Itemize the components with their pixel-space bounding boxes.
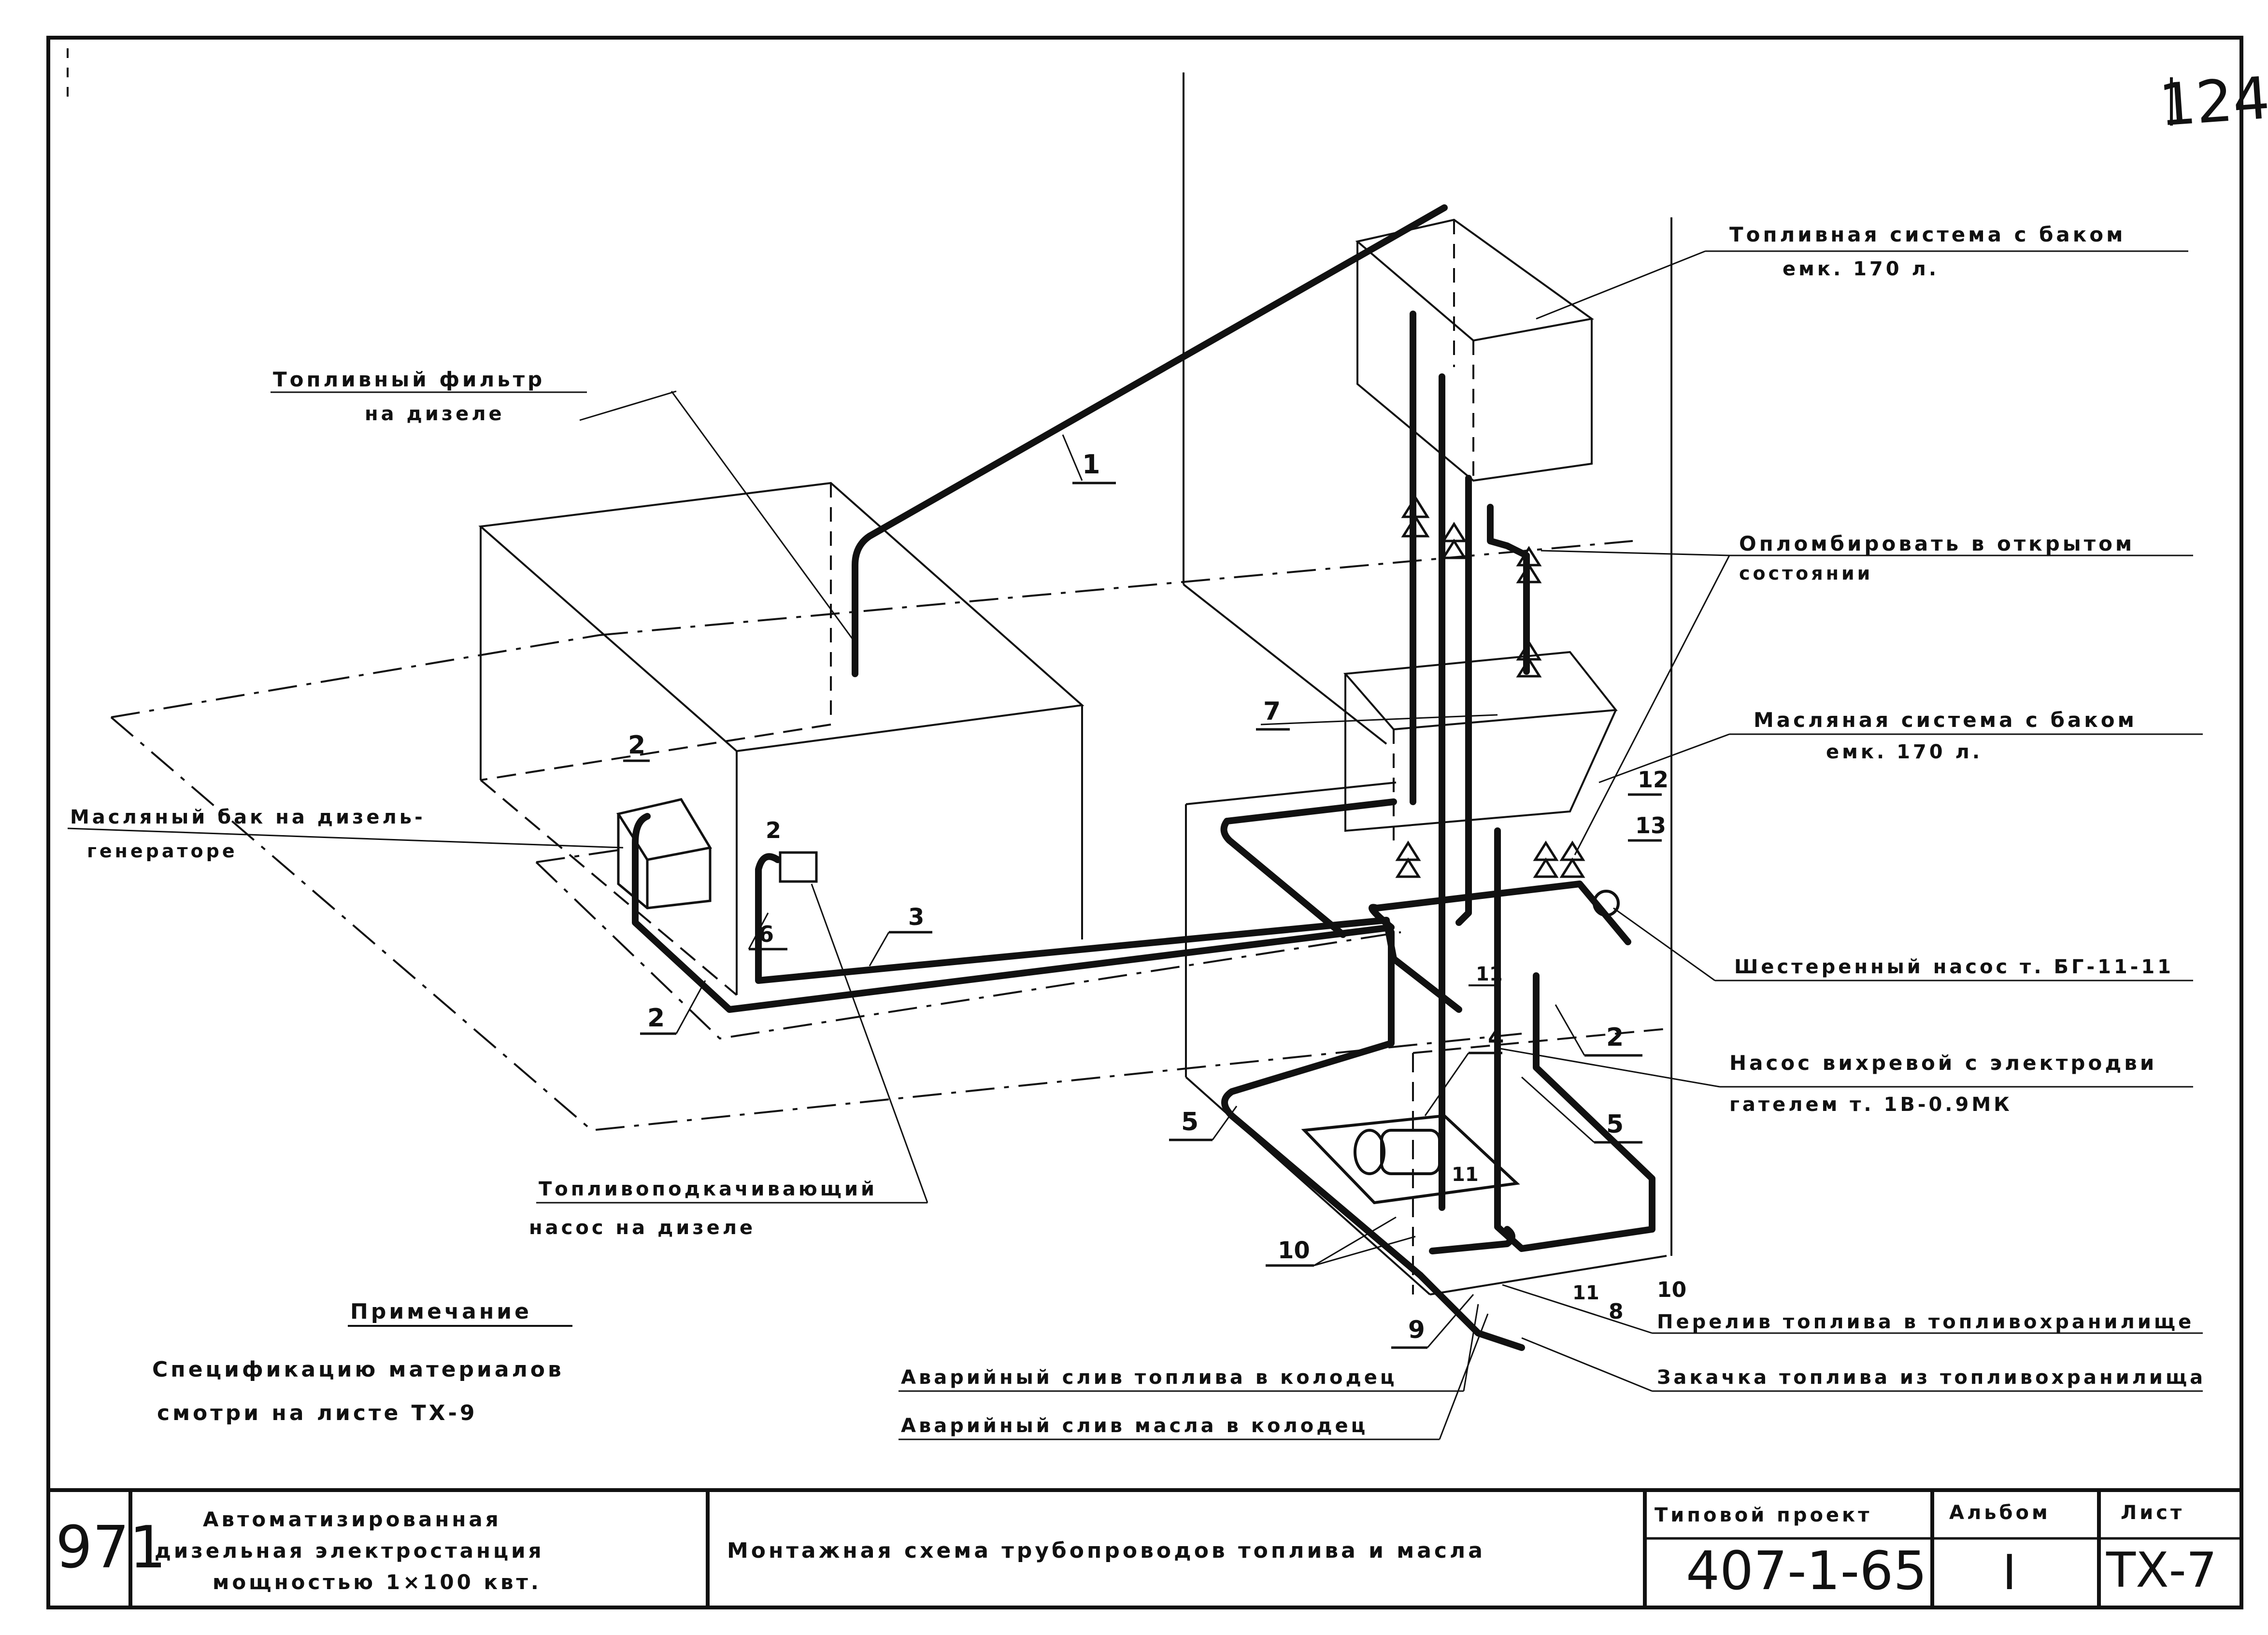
diesel-generator [478, 482, 1401, 1040]
fuel-tank-label: Топливная система с баком емк. 170 л. [1729, 223, 2125, 280]
fuel-overflow-label: Перелив топлива в топливохранилище [1657, 1311, 2194, 1333]
sheet-label: Лист [2121, 1502, 2184, 1524]
pipe-number: 12 [1638, 767, 1669, 793]
pipe-number: 11 [1476, 963, 1503, 985]
pump-pit [1185, 782, 1667, 1295]
fuel-booster-pump-symbol [779, 851, 818, 883]
seal-valves-label-line2: состоянии [1739, 563, 1873, 584]
fuel-tank-label-line2: емк. 170 л. [1783, 258, 1939, 280]
pipe-number: 10 [1657, 1278, 1686, 1302]
title-block [48, 1488, 2241, 1607]
pipe-number: 3 [908, 904, 924, 931]
pipe-number: 2 [1606, 1023, 1624, 1052]
pipe-number: 5 [1181, 1108, 1198, 1137]
pipe-number: 4 [1488, 1024, 1504, 1052]
valve-13 [1559, 840, 1585, 878]
pipe-5-left [1221, 929, 1424, 1279]
pipe-number: 6 [758, 921, 774, 947]
emergency-fuel-drain-label: Аварийный слив топлива в колодец [901, 1366, 1398, 1389]
album-number: I [2002, 1544, 2017, 1601]
seal-valves-label: Опломбировать в открытом состоянии [1739, 532, 2135, 584]
pipe-number: 13 [1635, 812, 1666, 839]
fuel-tank [1355, 218, 1594, 482]
page-number: 124 [2157, 65, 2268, 140]
oil-tank-label: Масляная система с баком емк. 170 л. [1754, 708, 2137, 763]
diesel-oil-tank-label-line2: генераторе [87, 840, 238, 862]
pipe-7 [1220, 798, 1397, 938]
vortex-pump-label-line1: Насос вихревой с электродви [1729, 1051, 2157, 1075]
fuel-filter-label-line2: на дизеле [365, 403, 505, 425]
valve-1 [1401, 495, 1430, 538]
pipe-number: 7 [1263, 697, 1281, 726]
pipe-3 [755, 853, 1462, 1013]
vortex-pump-symbol [1301, 1114, 1520, 1205]
sheet-number: ТХ-7 [2106, 1542, 2217, 1598]
note-text-line1: Спецификацию материалов [152, 1357, 564, 1382]
drawing-title: Монтажная схема трубопроводов топлива и … [727, 1538, 1485, 1563]
pipe-1 [852, 204, 1448, 677]
valve-4 [1516, 640, 1542, 678]
pipe-2 [632, 813, 1631, 1013]
pipe-number: 10 [1278, 1237, 1310, 1264]
pipe-drain [1417, 1272, 1525, 1351]
diesel-oil-tank-label-line1: Масляный бак на дизель- [70, 806, 426, 828]
seal-valves-label-line1: Опломбировать в открытом [1739, 532, 2135, 555]
fuel-filter-label: Топливный фильтр на дизеле [271, 368, 587, 425]
fuel-booster-pump-label-line1: Топливоподкачивающий [539, 1178, 877, 1200]
fuel-tank-label-line1: Топливная система с баком [1729, 223, 2125, 246]
drawing-code: 971 [56, 1514, 166, 1581]
valve-12 [1533, 840, 1559, 878]
note-title: Примечание [350, 1299, 532, 1324]
pipe-10 [1429, 1226, 1515, 1254]
valve-2 [1441, 522, 1467, 559]
project-name-line1: Автоматизированная [203, 1507, 501, 1531]
pipe-5-right [1494, 827, 1655, 1252]
pipe-number: 9 [1408, 1316, 1425, 1344]
valve-3 [1516, 546, 1542, 583]
pipe-oil-vert [1487, 504, 1530, 675]
oil-tank-label-line1: Масляная система с баком [1754, 708, 2137, 732]
album-label: Альбом [1949, 1502, 2051, 1524]
pipe-number: 1 [1082, 449, 1100, 480]
type-project-number: 407-1-65 [1686, 1540, 1927, 1602]
sheet-frame [46, 36, 2243, 1609]
pipe-number: 2 [647, 1004, 665, 1033]
pipe-number: 8 [1609, 1299, 1624, 1324]
vortex-pump-label-line2: гателем т. 1В-0.9МК [1729, 1094, 2012, 1116]
diesel-oil-tank-label: Масляный бак на дизель- генераторе [70, 806, 426, 862]
note: Примечание Спецификацию материалов смотр… [152, 1299, 572, 1425]
fuel-booster-pump-label: Топливоподкачивающий насос на дизеле [529, 1178, 877, 1239]
oil-tank [1343, 651, 1618, 850]
project-name-line3: мощностью 1×100 квт. [213, 1570, 542, 1594]
pipe-number: 2 [766, 817, 781, 843]
pipe-fuel-vert-3 [1455, 475, 1472, 926]
pipe-number: 2 [628, 731, 645, 760]
gear-pump-label: Шестеренный насос т. БГ-11-11 [1734, 956, 2174, 978]
pipe-number: 11 [1452, 1164, 1479, 1186]
pipe-number: 5 [1606, 1110, 1624, 1139]
valve-oil-left [1395, 840, 1421, 878]
fuel-booster-pump-label-line2: насос на дизеле [529, 1217, 756, 1239]
project-name-line2: дизельная электростанция [155, 1539, 544, 1563]
pipe-number: 11 [1572, 1282, 1599, 1304]
pipelines [632, 204, 1655, 1351]
type-project-label: Типовой проект [1655, 1504, 1872, 1526]
gear-pump-symbol [1593, 890, 1620, 917]
vortex-pump-label: Насос вихревой с электродви гателем т. 1… [1729, 1051, 2157, 1116]
note-text-line2: смотри на листе ТХ-9 [157, 1401, 477, 1425]
oil-tank-label-line2: емк. 170 л. [1826, 741, 1983, 763]
fuel-filter-label-line1: Топливный фильтр [273, 368, 545, 391]
fuel-pumping-label: Закачка топлива из топливохранилища [1657, 1366, 2206, 1389]
emergency-oil-drain-label: Аварийный слив масла в колодец [901, 1415, 1368, 1437]
pipe-number-labels: 1 2 2 2 2 3 4 5 5 6 7 8 9 10 [623, 434, 1686, 1349]
valves [1395, 495, 1585, 878]
leader-lines [67, 250, 2203, 1440]
